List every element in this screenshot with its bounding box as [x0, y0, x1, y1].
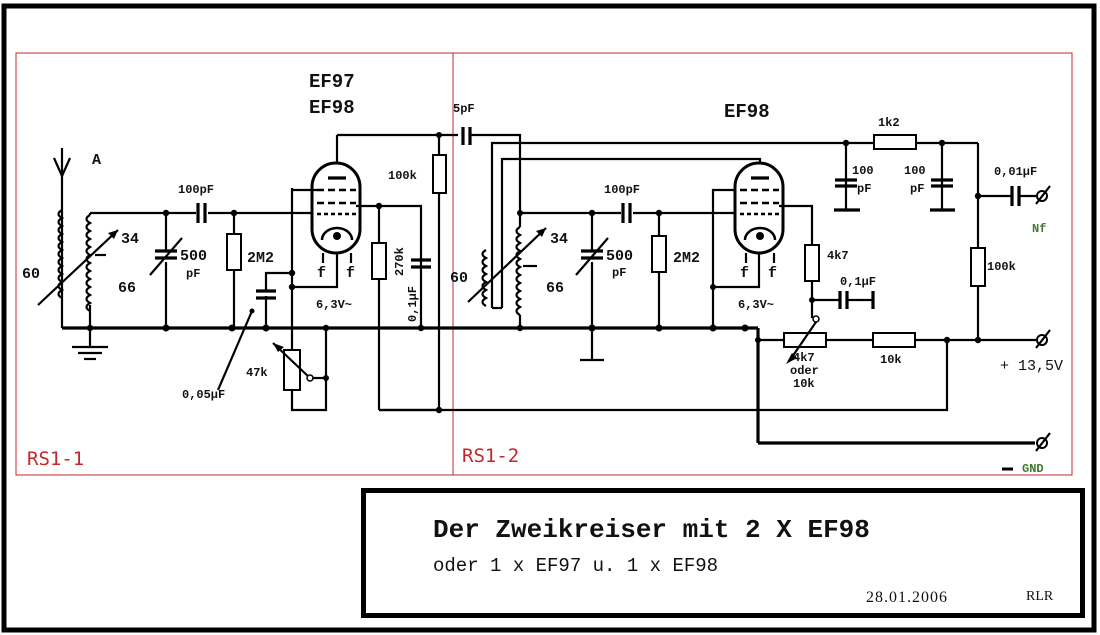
cap-filter2-label: 100: [904, 164, 926, 178]
coil1-tap-label: 34: [121, 231, 139, 248]
res2-grid-label: 2M2: [673, 250, 700, 267]
title-date: 28.01.2006: [866, 589, 948, 606]
pot2-label-1: 4k7: [793, 351, 815, 365]
heater2-label: 6,3V~: [738, 298, 774, 312]
gnd-terminal-icon: [1035, 432, 1051, 452]
cap-interstage-label: 5pF: [453, 102, 475, 116]
filament1a-label: f: [317, 265, 326, 282]
tube1-icon: [310, 135, 362, 263]
output-terminal-icon: [1035, 185, 1051, 205]
cap-filter1-unit: pF: [857, 182, 871, 196]
cap2-tuning-unit: pF: [612, 266, 626, 280]
cap2-screen-label: 0,1µF: [840, 275, 876, 289]
tube2-icon: [733, 161, 785, 263]
antenna-icon: [52, 148, 72, 328]
frame-rs1-2: [452, 52, 1073, 476]
filament2a-label: f: [740, 265, 749, 282]
title-subtitle: oder 1 x EF97 u. 1 x EF98: [433, 555, 719, 577]
stage-label-rs1-1: RS1-1: [27, 448, 84, 470]
pot2-label-2: oder: [790, 364, 819, 378]
coil2-secondary-label: 66: [546, 280, 564, 297]
cap1-bypass-label: 0,05µF: [182, 388, 225, 402]
cap-output-label: 0,01µF: [994, 165, 1037, 179]
res-filter-label: 1k2: [878, 116, 900, 130]
coil1-primary-label: 60: [22, 266, 40, 283]
cap-filter2-unit: pF: [910, 182, 924, 196]
pot1-label: 47k: [246, 366, 268, 380]
coil-icon: [37, 209, 119, 312]
filament1b-label: f: [346, 265, 355, 282]
res1-screen-label: 270k: [393, 247, 407, 276]
output-label: Nf: [1032, 222, 1046, 236]
antenna-label: A: [92, 152, 101, 169]
cap1-screen-label: 0,1µF: [406, 286, 420, 322]
res1-anode-label: 100k: [388, 169, 417, 183]
cap1-tuning-label: 500: [180, 248, 207, 265]
gnd-label: GND: [1022, 462, 1044, 476]
outer-frame: [1, 3, 1097, 633]
supply-plus-label: + 13,5V: [1000, 358, 1063, 375]
filament2b-label: f: [768, 265, 777, 282]
res2-anode-label: 100k: [987, 260, 1016, 274]
ground-icon: [72, 328, 108, 361]
title-block: Der Zweikreiser mit 2 X EF98 oder 1 x EF…: [361, 488, 1085, 618]
coil1-secondary-label: 66: [118, 280, 136, 297]
cap2-tuning-label: 500: [606, 248, 633, 265]
stage-label-rs1-2: RS1-2: [462, 445, 519, 467]
title-author: RLR: [1026, 589, 1054, 604]
res-supply-label: 10k: [880, 353, 902, 367]
tube1-label-ef98: EF98: [309, 97, 355, 119]
coil2-primary-label: 60: [450, 270, 468, 287]
stage-1: A 34 60 66 100pF 500 pF 2M: [22, 71, 458, 414]
cap-filter1-label: 100: [852, 164, 874, 178]
tube2-label-ef98: EF98: [724, 101, 770, 123]
coil2-tap-label: 34: [550, 231, 568, 248]
heater1-label: 6,3V~: [316, 298, 352, 312]
cap1-tuning-unit: pF: [186, 267, 200, 281]
supply-terminal-icon: [1035, 329, 1051, 349]
tube1-label-ef97: EF97: [309, 71, 355, 93]
title-main: Der Zweikreiser mit 2 X EF98: [433, 515, 870, 545]
stage-2: 5pF 34 60 66 100pF: [379, 101, 1063, 476]
cap2-coupling-label: 100pF: [604, 183, 640, 197]
cap1-coupling-label: 100pF: [178, 183, 214, 197]
res2-screen-label: 4k7: [827, 249, 849, 263]
res1-grid-label: 2M2: [247, 250, 274, 267]
coil2-icon: [467, 213, 547, 328]
pot2-label-3: 10k: [793, 377, 815, 391]
